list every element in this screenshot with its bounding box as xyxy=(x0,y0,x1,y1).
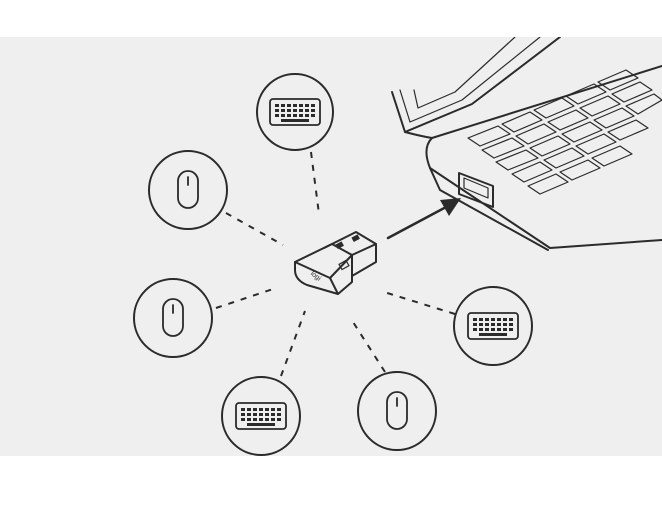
connector-line xyxy=(310,151,320,215)
device-keyboard-bottom-left xyxy=(221,376,301,456)
laptop xyxy=(391,37,662,251)
mouse-icon xyxy=(162,298,184,337)
arrow-icon xyxy=(386,198,461,240)
connector-lines xyxy=(215,151,456,377)
laptop-base-side xyxy=(429,167,549,251)
laptop-lid xyxy=(391,37,561,133)
connector-line xyxy=(280,310,306,377)
keyboard-icon xyxy=(235,402,287,430)
keyboard-icon xyxy=(467,312,519,340)
connector-line xyxy=(225,212,284,246)
laptop-screen xyxy=(413,37,516,109)
connector-line xyxy=(352,321,386,373)
laptop-lid-bezel xyxy=(399,37,541,123)
device-mouse-bottom xyxy=(357,371,437,451)
laptop-keyboard xyxy=(467,69,662,195)
device-mouse-left xyxy=(133,278,213,358)
keyboard-icon xyxy=(269,98,321,126)
device-keyboard-top xyxy=(256,73,334,151)
connector-line xyxy=(215,287,277,309)
mouse-icon xyxy=(386,391,408,430)
mouse-icon xyxy=(177,170,199,209)
laptop-usb-port-inner xyxy=(463,177,489,199)
device-keyboard-right xyxy=(453,286,533,366)
device-mouse-upper-left xyxy=(148,150,228,230)
usb-receiver: logi xyxy=(294,231,377,295)
laptop-usb-port xyxy=(458,172,494,208)
